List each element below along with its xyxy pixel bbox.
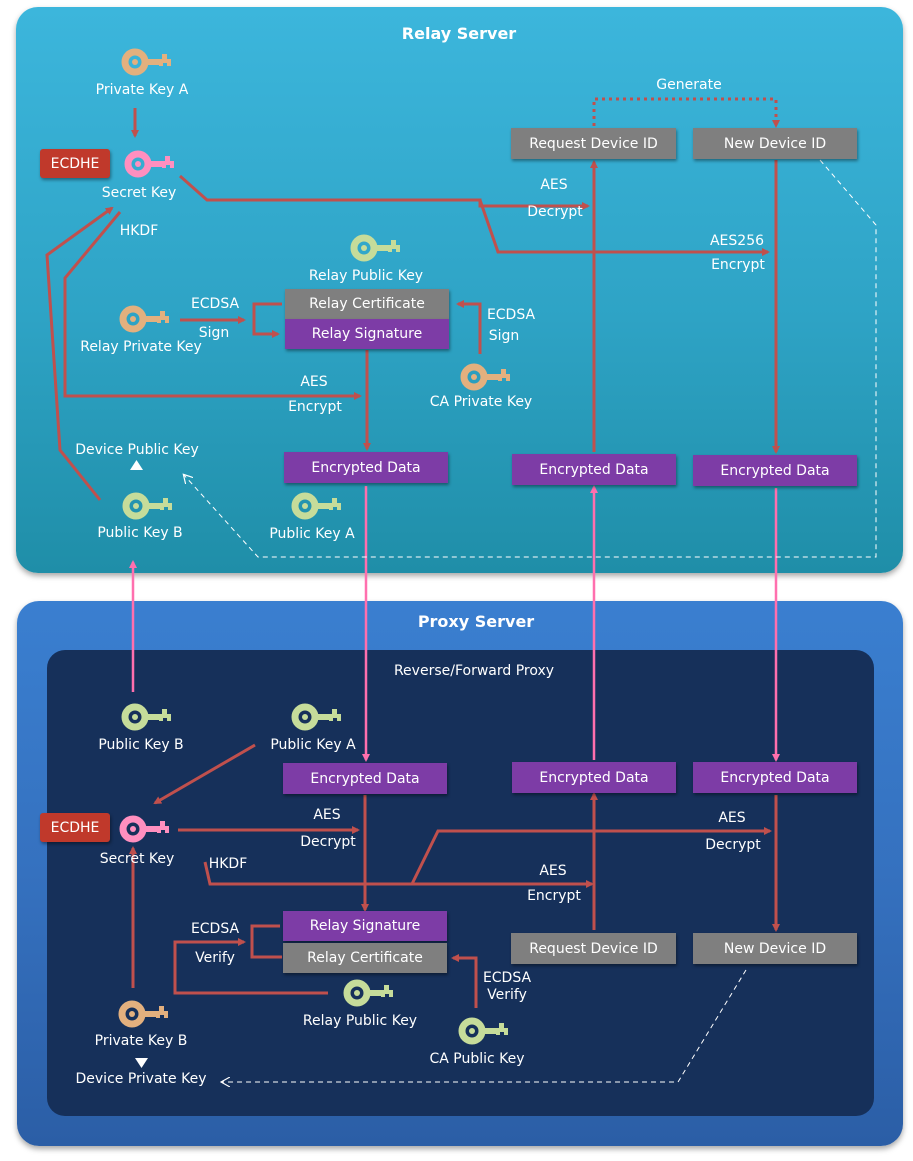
label-relay-public-key: Relay Public Key [302,1013,418,1029]
relay-certificate-box: Relay Certificate [285,289,449,319]
label-private-key-a: Private Key A [95,82,189,98]
key-icon [291,492,341,520]
key-icon [122,492,172,520]
label-sign: Sign [198,325,230,341]
label-public-key-b: Public Key B [98,737,184,753]
encrypted-data-box: Encrypted Data [283,763,447,794]
relay-signature-box: Relay Signature [285,319,449,349]
key-icon [458,1017,508,1045]
label-ecdsa: ECDSA [482,970,532,986]
wire-secret-to-aes256 [478,199,770,256]
relay-signature-box: Relay Signature [283,911,447,941]
label-public-key-b: Public Key B [97,525,183,541]
key-icon [460,363,510,391]
label-secret-key: Secret Key [101,185,177,201]
label-ecdsa: ECDSA [190,921,240,937]
triangle-icon [135,1058,148,1068]
proxy-subtitle: Reverse/Forward Proxy [393,663,555,679]
proxy-server-title: Proxy Server [417,612,535,631]
label-sign: Sign [488,328,520,344]
label-encrypt: Encrypt [288,399,342,415]
new-device-id-box: New Device ID [693,128,857,159]
encrypted-data-box: Encrypted Data [512,454,676,485]
relay-certificate-box: Relay Certificate [283,943,447,973]
label-aes256: AES256 [709,233,765,249]
key-icon [291,703,341,731]
wire-relay-pubkey-verify [173,938,328,995]
label-decrypt: Decrypt [705,837,761,853]
key-icon [118,1000,168,1028]
label-relay-public-key: Relay Public Key [308,268,424,284]
relay-server-title: Relay Server [401,24,517,43]
new-device-id-box: New Device ID [693,933,857,964]
label-aes: AES [540,177,568,193]
label-private-key-b: Private Key B [94,1033,188,1049]
label-encrypt: Encrypt [711,257,765,273]
wire-signature-cert-bracket [250,924,282,959]
label-aes: AES [539,863,567,879]
label-secret-key: Secret Key [99,851,175,867]
wire-dashed-newid-to-device-privkey [222,969,747,1082]
request-device-id-box: Request Device ID [511,128,676,159]
label-device-private-key: Device Private Key [75,1071,207,1087]
label-decrypt: Decrypt [527,204,583,220]
wire-hkdf-to-aes-encrypt [203,861,594,888]
key-icon [343,979,393,1007]
key-icon [119,305,169,333]
key-icon [121,703,171,731]
label-decrypt: Decrypt [300,834,356,850]
key-icon [121,48,171,76]
label-encrypt: Encrypt [527,888,581,904]
encrypted-data-box: Encrypted Data [693,762,857,793]
label-relay-private-key: Relay Private Key [80,339,202,355]
label-hkdf: HKDF [208,856,248,872]
label-ecdsa: ECDSA [486,307,536,323]
label-verify: Verify [487,987,527,1003]
label-generate: Generate [656,77,722,93]
label-public-key-a: Public Key A [269,526,355,542]
encrypted-data-box: Encrypted Data [512,762,676,793]
label-ca-private-key: CA Private Key [429,394,533,410]
wire-pubkeyA-to-secret [153,743,256,805]
ecdhe-badge: ECDHE [40,813,110,842]
label-ca-public-key: CA Public Key [429,1051,525,1067]
key-icon [124,150,174,178]
label-aes: AES [313,807,341,823]
wire-cert-to-signature [252,302,282,338]
label-aes: AES [300,374,328,390]
request-device-id-box: Request Device ID [511,933,676,964]
wire-ca-pubkey-verify [451,954,478,1008]
wire-ca-to-cert [456,300,482,354]
wire-pubkeyB-to-secret [45,206,114,501]
triangle-icon [130,460,143,470]
label-ecdsa: ECDSA [190,296,240,312]
wire-hkdf-to-aes-encrypt [63,211,362,400]
encrypted-data-box: Encrypted Data [693,455,857,486]
label-aes: AES [718,810,746,826]
wire-secret-to-aes-decrypt [179,174,590,210]
label-device-public-key: Device Public Key [75,442,199,458]
ecdhe-badge: ECDHE [40,149,110,178]
key-icon [350,234,400,262]
label-public-key-a: Public Key A [270,737,356,753]
wire-to-aes-decrypt-right [410,827,772,885]
key-icon [119,815,169,843]
wire-generate [592,97,780,128]
encrypted-data-box: Encrypted Data [284,452,448,483]
label-verify: Verify [195,950,235,966]
wire-dashed-newid-to-device-pubkey [184,159,877,558]
label-hkdf: HKDF [119,223,159,239]
